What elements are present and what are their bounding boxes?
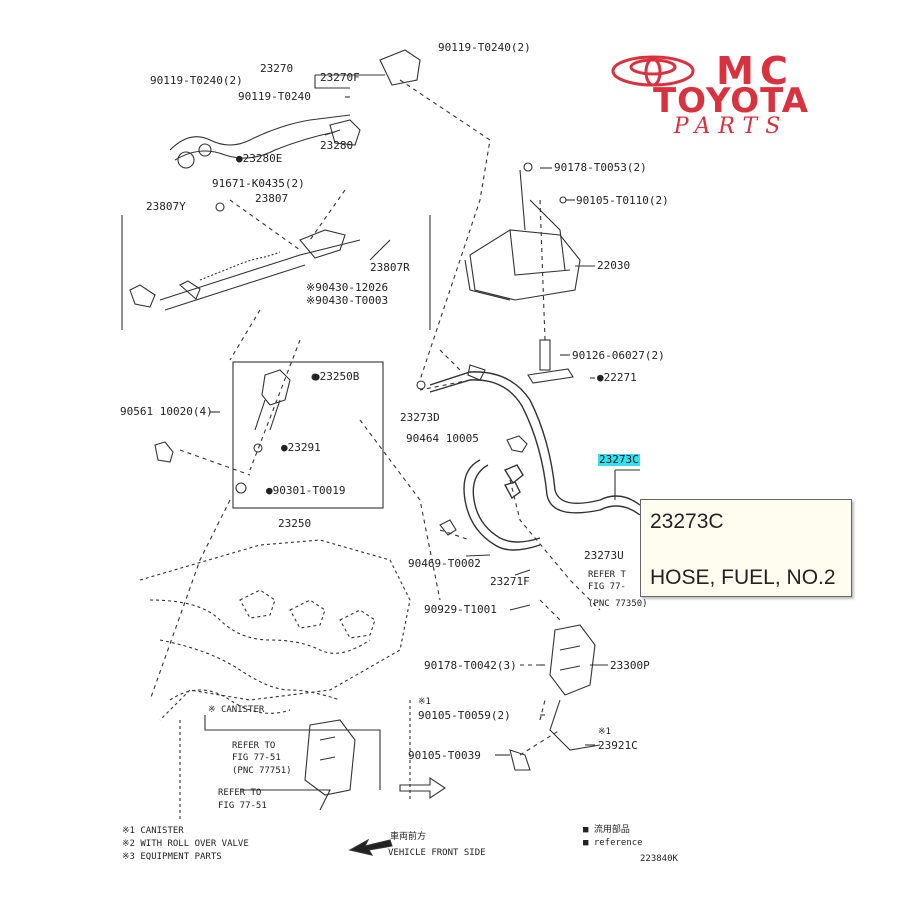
refer-fig-label-1[interactable]: FIG 77-: [588, 582, 626, 592]
diagram-code: 223840K: [640, 854, 678, 864]
part-label-23270[interactable]: 23270: [260, 62, 294, 75]
part-label-90929-t1001[interactable]: 90929-T1001: [424, 603, 497, 616]
note-mark-2: ※1: [598, 727, 611, 737]
legend-reference-jp: ■ 流用部品: [583, 825, 630, 835]
refer-label-1[interactable]: REFER T: [588, 570, 626, 580]
vehicle-front-en: VEHICLE FRONT SIDE: [388, 848, 486, 858]
part-label-90119-t0240-top[interactable]: 90119-T0240(2): [438, 41, 531, 54]
part-label-22030[interactable]: 22030: [597, 259, 631, 272]
logo-mc-text: MC: [716, 49, 794, 93]
part-label-23271f[interactable]: 23271F: [490, 575, 530, 588]
part-label-23250b[interactable]: ●23250B: [313, 370, 360, 383]
pressure-regulator-23300P: [509, 624, 601, 771]
part-label-90126-06027[interactable]: 90126-06027(2): [572, 349, 665, 362]
vehicle-front-arrow-left: [348, 838, 393, 856]
part-label-23300p[interactable]: 23300P: [610, 659, 650, 672]
part-label-90105-t0059[interactable]: 90105-T0059(2): [418, 709, 511, 722]
toyota-emblem-icon: [611, 55, 695, 87]
refer-label-3[interactable]: REFER TO: [218, 788, 262, 798]
leader-dashed-lines: [149, 79, 601, 756]
part-tooltip: 23273C HOSE, FUEL, NO.2: [640, 499, 852, 597]
vehicle-front-jp: 車両前方: [390, 832, 427, 842]
legend-note-3: ※3 EQUIPMENT PARTS: [122, 852, 222, 862]
part-label-90178-t0042[interactable]: 90178-T0042(3): [424, 659, 517, 672]
part-label-90561-10020[interactable]: 90561 10020(4): [120, 405, 213, 418]
legend-reference-en: ■ reference: [583, 838, 643, 848]
part-label-90105-t0110[interactable]: 90105-T0110(2): [576, 194, 669, 207]
refer-label-2[interactable]: REFER TO: [232, 741, 276, 751]
tooltip-part-name: HOSE, FUEL, NO.2: [650, 566, 836, 589]
clamp-90561: [154, 441, 174, 463]
part-label-90464-10005[interactable]: 90464 10005: [406, 432, 479, 445]
refer-pnc-label-2[interactable]: (PNC 77751): [232, 766, 292, 776]
canister-note: ※ CANISTER: [208, 705, 265, 715]
injector-box-23250: [232, 361, 384, 509]
pump-bracket-22030: [464, 162, 581, 384]
part-label-91671-k0435[interactable]: 91671-K0435(2): [212, 177, 305, 190]
part-label-23273d[interactable]: 23273D: [400, 411, 440, 424]
part-label-90119-t0240[interactable]: 90119-T0240: [238, 90, 311, 103]
part-label-23273c-highlighted[interactable]: 23273C: [598, 453, 640, 466]
part-label-23807r[interactable]: 23807R: [370, 261, 410, 274]
refer-fig-label-2[interactable]: FIG 77-51: [232, 753, 281, 763]
part-label-23291[interactable]: ●23291: [281, 441, 321, 454]
vehicle-front-arrow-right: [399, 776, 446, 800]
legend-note-1: ※1 CANISTER: [122, 826, 184, 836]
logo-toyota-text: TOYOTA: [652, 81, 810, 121]
part-label-23807[interactable]: 23807: [255, 192, 289, 205]
logo-parts-text: PARTS: [673, 114, 789, 139]
fuel-hoses: [429, 371, 641, 551]
part-label-23250[interactable]: 23250: [278, 517, 312, 530]
part-label-23280[interactable]: 23280: [320, 139, 354, 152]
part-label-90301-t0019[interactable]: ●90301-T0019: [266, 484, 346, 497]
part-label-90178-t0053[interactable]: 90178-T0053(2): [554, 161, 647, 174]
refer-fig-label-3[interactable]: FIG 77-51: [218, 801, 267, 811]
part-label-90119-t0240-left[interactable]: 90119-T0240(2): [150, 74, 243, 87]
part-label-23807y[interactable]: 23807Y: [146, 200, 186, 213]
part-label-22271[interactable]: ●22271: [597, 371, 637, 384]
legend-note-2: ※2 WITH ROLL OVER VALVE: [122, 839, 249, 849]
fuel-rail-assembly: [121, 49, 431, 330]
part-label-90469-t0002[interactable]: 90469-T0002: [408, 557, 481, 570]
refer-pnc-label-1[interactable]: (PNC 77350): [588, 599, 648, 609]
omc-toyota-parts-logo: MC TOYOTA PARTS: [606, 49, 856, 139]
part-label-23280e[interactable]: ●23280E: [236, 152, 283, 165]
engine-outline: [139, 539, 411, 820]
tooltip-part-code: 23273C: [650, 510, 724, 533]
canister-bracket: [204, 715, 381, 811]
part-label-23273u[interactable]: 23273U: [584, 549, 624, 562]
part-label-90105-t0039[interactable]: 90105-T0039: [408, 749, 481, 762]
part-label-90430-12026[interactable]: ※90430-12026: [306, 281, 389, 294]
note-mark-1: ※1: [418, 697, 431, 707]
leader-lines: [210, 74, 608, 756]
part-label-23270f[interactable]: 23270F: [320, 71, 360, 84]
part-label-23921c[interactable]: 23921C: [598, 739, 638, 752]
part-label-90430-t0003[interactable]: ※90430-T0003: [306, 294, 389, 307]
